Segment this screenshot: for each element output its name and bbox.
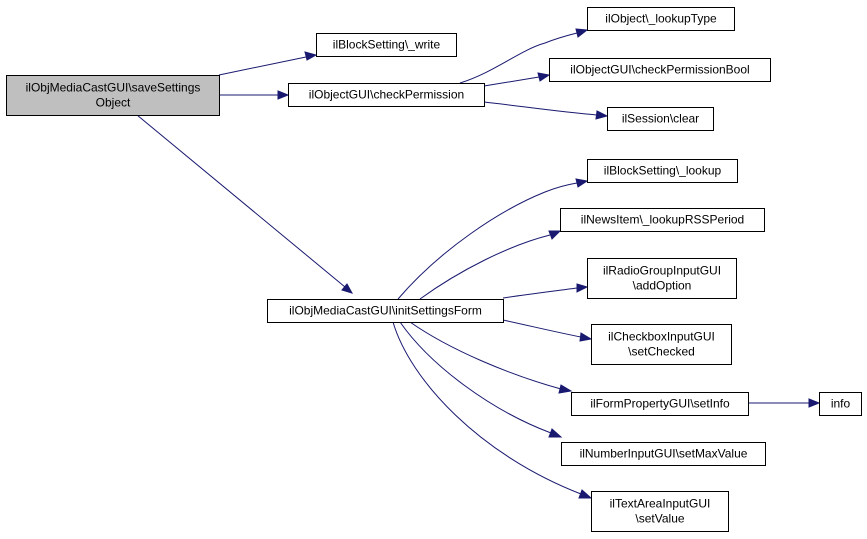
node-news-lookup-rss[interactable]: ilNewsItem\_lookupRSSPeriod bbox=[560, 208, 765, 232]
edge-line bbox=[136, 114, 346, 288]
node-box[interactable] bbox=[571, 392, 749, 416]
node-label: ilCheckboxInputGUI bbox=[608, 330, 715, 344]
edge-init-settings-form-to-news-lookup-rss bbox=[419, 230, 562, 300]
node-box[interactable] bbox=[288, 83, 485, 107]
arrowhead-icon bbox=[537, 72, 551, 82]
edge-line bbox=[502, 319, 582, 338]
edge-init-settings-form-to-radio-add-option bbox=[502, 283, 589, 299]
node-init-settings-form[interactable]: ilObjMediaCastGUI\initSettingsForm bbox=[267, 299, 504, 323]
edge-line bbox=[397, 182, 578, 300]
node-label: ilObject\_lookupType bbox=[605, 12, 717, 26]
edge-save-settings-to-init-settings-form bbox=[136, 114, 354, 294]
edge-line bbox=[399, 321, 552, 434]
node-box[interactable] bbox=[267, 299, 504, 323]
arrowhead-icon bbox=[579, 332, 593, 342]
node-label: ilObjectGUI\checkPermission bbox=[309, 88, 464, 102]
edge-check-permission-to-check-permission-bool bbox=[483, 72, 551, 87]
node-form-set-info[interactable]: ilFormPropertyGUI\setInfo bbox=[571, 392, 749, 416]
arrowhead-icon bbox=[304, 51, 318, 61]
edge-save-settings-to-check-permission bbox=[219, 90, 290, 100]
edges-layer bbox=[136, 28, 821, 499]
node-label: ilSession\clear bbox=[622, 112, 699, 126]
arrowhead-icon bbox=[341, 283, 354, 294]
edge-form-set-info-to-info bbox=[748, 398, 821, 408]
node-box[interactable] bbox=[561, 442, 766, 466]
node-box[interactable] bbox=[587, 7, 735, 31]
node-label: ilBlockSetting\_lookup bbox=[604, 164, 722, 178]
arrowhead-icon bbox=[576, 283, 589, 293]
node-label: ilObjectGUI\checkPermissionBool bbox=[570, 63, 749, 77]
node-lookup-type[interactable]: ilObject\_lookupType bbox=[587, 7, 735, 31]
node-label: ilNewsItem\_lookupRSSPeriod bbox=[581, 213, 744, 227]
arrowhead-icon bbox=[548, 428, 563, 438]
edge-check-permission-to-session-clear bbox=[483, 101, 609, 120]
edge-line bbox=[459, 32, 578, 84]
node-block-write[interactable]: ilBlockSetting\_write bbox=[316, 33, 457, 57]
node-box[interactable] bbox=[560, 208, 765, 232]
node-label: Object bbox=[96, 96, 131, 110]
node-box[interactable] bbox=[819, 392, 862, 416]
node-number-set-max[interactable]: ilNumberInputGUI\setMaxValue bbox=[561, 442, 766, 466]
node-box[interactable] bbox=[587, 159, 738, 183]
node-textarea-set-value[interactable]: ilTextAreaInputGUI\setValue bbox=[591, 491, 729, 532]
edge-save-settings-to-block-write bbox=[218, 51, 318, 76]
arrowhead-icon bbox=[808, 398, 821, 408]
node-box[interactable] bbox=[587, 258, 737, 299]
node-label: \addOption bbox=[633, 279, 692, 293]
edge-init-settings-form-to-form-set-info bbox=[409, 321, 573, 394]
node-info[interactable]: info bbox=[819, 392, 862, 416]
node-box[interactable] bbox=[591, 491, 729, 532]
arrowhead-icon bbox=[575, 178, 589, 188]
arrowhead-icon bbox=[575, 28, 589, 38]
node-label: ilTextAreaInputGUI bbox=[610, 497, 711, 511]
node-label: \setChecked bbox=[628, 345, 695, 359]
edge-line bbox=[392, 321, 582, 495]
node-box[interactable] bbox=[549, 58, 771, 82]
node-session-clear[interactable]: ilSession\clear bbox=[607, 107, 714, 131]
node-label: ilRadioGroupInputGUI bbox=[603, 264, 721, 278]
node-radio-add-option[interactable]: ilRadioGroupInputGUI\addOption bbox=[587, 258, 737, 299]
edge-line bbox=[483, 101, 598, 116]
node-label: \setValue bbox=[635, 512, 684, 526]
node-box[interactable] bbox=[316, 33, 457, 57]
node-check-permission-bool[interactable]: ilObjectGUI\checkPermissionBool bbox=[549, 58, 771, 82]
edge-line bbox=[218, 56, 307, 76]
node-label: ilNumberInputGUI\setMaxValue bbox=[580, 447, 748, 461]
node-box[interactable] bbox=[6, 75, 220, 116]
edge-init-settings-form-to-checkbox-set-checked bbox=[502, 319, 593, 342]
edge-init-settings-form-to-textarea-set-value bbox=[392, 321, 593, 499]
arrowhead-icon bbox=[558, 384, 573, 394]
node-block-lookup[interactable]: ilBlockSetting\_lookup bbox=[587, 159, 738, 183]
edge-line bbox=[502, 287, 578, 299]
arrowhead-icon bbox=[277, 90, 290, 100]
edge-init-settings-form-to-block-lookup bbox=[397, 178, 589, 300]
edge-line bbox=[409, 321, 562, 390]
node-box[interactable] bbox=[591, 324, 732, 365]
node-check-permission[interactable]: ilObjectGUI\checkPermission bbox=[288, 83, 485, 107]
node-checkbox-set-checked[interactable]: ilCheckboxInputGUI\setChecked bbox=[591, 324, 732, 365]
node-label: ilObjMediaCastGUI\saveSettings bbox=[26, 81, 201, 95]
node-box[interactable] bbox=[607, 107, 714, 131]
edge-line bbox=[419, 234, 551, 300]
node-label: info bbox=[831, 397, 851, 411]
arrowhead-icon bbox=[578, 489, 593, 499]
arrowhead-icon bbox=[595, 110, 609, 120]
node-label: ilFormPropertyGUI\setInfo bbox=[590, 397, 730, 411]
edge-check-permission-to-lookup-type bbox=[459, 28, 589, 84]
arrowhead-icon bbox=[548, 230, 562, 240]
node-label: ilBlockSetting\_write bbox=[333, 38, 441, 52]
edge-init-settings-form-to-number-set-max bbox=[399, 321, 563, 438]
edge-line bbox=[483, 76, 540, 87]
node-label: ilObjMediaCastGUI\initSettingsForm bbox=[289, 304, 482, 318]
